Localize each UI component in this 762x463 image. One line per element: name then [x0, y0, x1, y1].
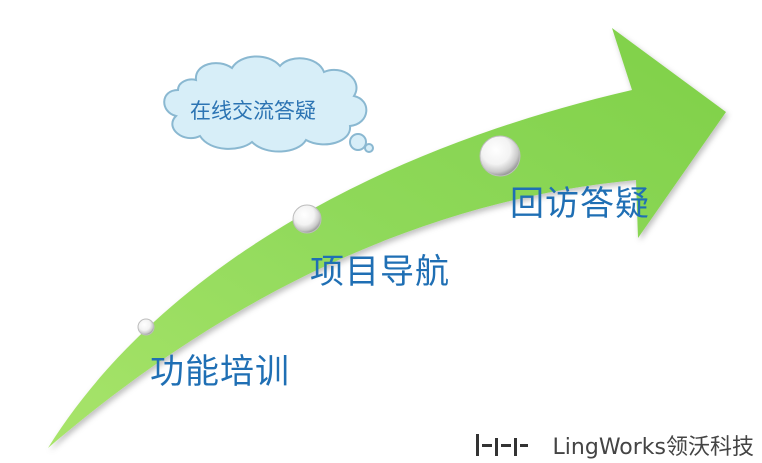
- watermark-logo-icon: [476, 434, 528, 456]
- milestone-dot-2: [292, 204, 322, 234]
- thought-cloud: [163, 55, 374, 153]
- watermark-text: LingWorks领沃科技: [552, 435, 754, 460]
- step-label-2: 项目导航: [310, 252, 450, 292]
- step-label-1: 功能培训: [150, 352, 290, 392]
- growth-arrow: [48, 28, 726, 448]
- cloud-label: 在线交流答疑: [190, 99, 316, 123]
- milestone-dot-3: [479, 135, 521, 177]
- step-label-3: 回访答疑: [510, 184, 650, 224]
- milestone-dot-1: [137, 318, 155, 336]
